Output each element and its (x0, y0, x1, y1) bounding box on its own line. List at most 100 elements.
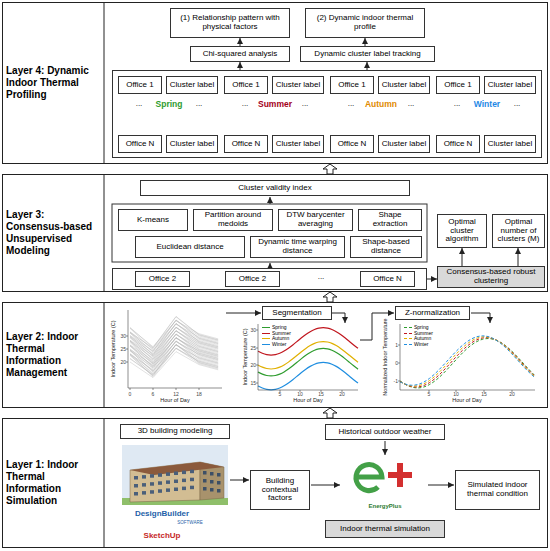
layer-band: (1) Relationship pattern with physical f… (2, 2, 548, 164)
tick-label: 0 (395, 361, 398, 366)
box-text: Segmentation (270, 309, 323, 318)
axis-title: Hour of Day (160, 398, 189, 404)
legend-entry: Winter (262, 342, 286, 347)
flow-arrow (270, 197, 271, 204)
process-box: Office N (330, 135, 374, 153)
process-box: Euclidean distance (135, 236, 245, 258)
process-box: Cluster label (272, 76, 324, 94)
tick-label: 30 (120, 334, 126, 339)
box-text: Office 1 (124, 81, 155, 90)
logo-text: SOFTWARE (177, 521, 202, 526)
logo-text: EnergyPlus (368, 503, 401, 509)
legend-text: Summer (272, 331, 291, 336)
tick-label: 6 (152, 392, 155, 397)
energyplus-logo (356, 463, 412, 491)
legend-entry: Summer (262, 331, 291, 336)
box-text: Shape extraction (359, 211, 421, 229)
box-text: Indoor thermal simulation (338, 525, 432, 534)
legend-text: Summer (414, 331, 433, 336)
flow-arrow (240, 62, 241, 70)
tick-label: 25 (250, 346, 256, 351)
box-text: Z-normalization (403, 309, 462, 318)
box-text: (1) Relationship pattern with physical f… (171, 14, 289, 32)
tick-label: -1 (394, 379, 398, 384)
tick-label: 10 (453, 392, 459, 397)
process-box: Simulated indoor thermal condition (455, 470, 540, 510)
flow-arrow (385, 441, 386, 455)
process-box: Office N (360, 271, 415, 287)
tick-label: 15 (481, 392, 487, 397)
seasonal-temperature-curves (258, 328, 358, 390)
box-text: K-means (135, 216, 171, 225)
box-text: Partition around medoids (194, 211, 272, 229)
logo-text: DesignBuilder (135, 510, 189, 518)
process-box: Historical outdoor weather (325, 424, 445, 440)
box-text: Cluster label (274, 140, 322, 149)
layer-band: Segmentation Z-normalization Layer 2: Indo… (2, 302, 548, 408)
legend-entry: Spring (404, 325, 428, 330)
legend-swatch (262, 338, 270, 339)
method-box: Indoor thermal simulation (325, 520, 445, 538)
legend-swatch (262, 327, 270, 328)
process-box: Cluster validity index (140, 180, 410, 196)
office-row-box: Office 2Office 2Office N... (112, 268, 427, 290)
box-text: Cluster label (486, 81, 534, 90)
legend-swatch (404, 344, 412, 345)
legend-swatch (404, 338, 412, 339)
legend-text: Spring (272, 325, 286, 330)
process-box: Office N (118, 135, 162, 153)
legend-swatch (404, 333, 412, 334)
chart-axes (256, 324, 358, 392)
ellipsis: ... (316, 273, 327, 282)
process-box: Dynamic time warping distance (250, 236, 345, 258)
legend-swatch (262, 344, 270, 345)
flow-arrow (518, 248, 519, 266)
algorithm-frame (112, 204, 427, 262)
box-text: Consensus-based robust clustering (438, 268, 544, 286)
cluster-grid-box: Office 1 Cluster label Office 1 Cluster lab… (112, 70, 542, 158)
chart-axes (398, 324, 535, 392)
axis-title: Hour of Day (293, 398, 322, 404)
season-label: Autumn (363, 100, 399, 110)
tick-label: 25 (120, 347, 126, 352)
process-box: Segmentation (262, 306, 332, 320)
ellipsis: ... (452, 100, 463, 109)
process-box: Cluster label (378, 135, 430, 153)
layer-divider (104, 174, 105, 292)
layer-title: Layer 2: Indoor Thermal Information Mana… (6, 303, 100, 407)
chart-axes (126, 310, 222, 390)
tick-label: 20 (250, 363, 256, 368)
legend-entry: Spring (262, 325, 286, 330)
process-box: Cluster label (484, 76, 536, 94)
process-box: Shape extraction (358, 209, 422, 231)
process-box: Office 1 (330, 76, 374, 94)
season-label: Winter (472, 100, 502, 110)
layer-title: Layer 4: Dynamic Indoor Thermal Profilin… (6, 3, 100, 163)
flow-arrow (226, 313, 261, 314)
tick-label: 0 (129, 392, 132, 397)
box-text: 3D building modeling (136, 427, 215, 436)
box-text: Cluster validity index (236, 184, 313, 193)
axis-title: Indoor Temperature (C) (243, 328, 249, 385)
process-box: 3D building modeling (120, 424, 230, 439)
process-box: Office 2 (135, 271, 190, 287)
layer-divider (104, 302, 105, 408)
flow-arrow (367, 62, 368, 70)
box-text: Office N (442, 140, 475, 149)
process-box: Z-normalization (395, 306, 470, 320)
box-text: Cluster label (380, 81, 428, 90)
process-box: Cluster label (272, 135, 324, 153)
flow-arrow (365, 38, 366, 46)
method-box: Consensus-based robust clustering (437, 266, 545, 288)
box-text: Dynamic cluster label tracking (312, 50, 422, 59)
flow-arrow (360, 313, 394, 340)
process-box: K-means (118, 209, 188, 231)
logo-text: SketchUp (144, 532, 181, 540)
box-text: DTW barycenter averaging (279, 211, 352, 229)
flow-arrow (240, 38, 241, 46)
box-text: Office 1 (336, 81, 367, 90)
box-text: Cluster label (274, 81, 322, 90)
process-box: (1) Relationship pattern with physical f… (170, 8, 290, 38)
ellipsis: ... (512, 100, 523, 109)
